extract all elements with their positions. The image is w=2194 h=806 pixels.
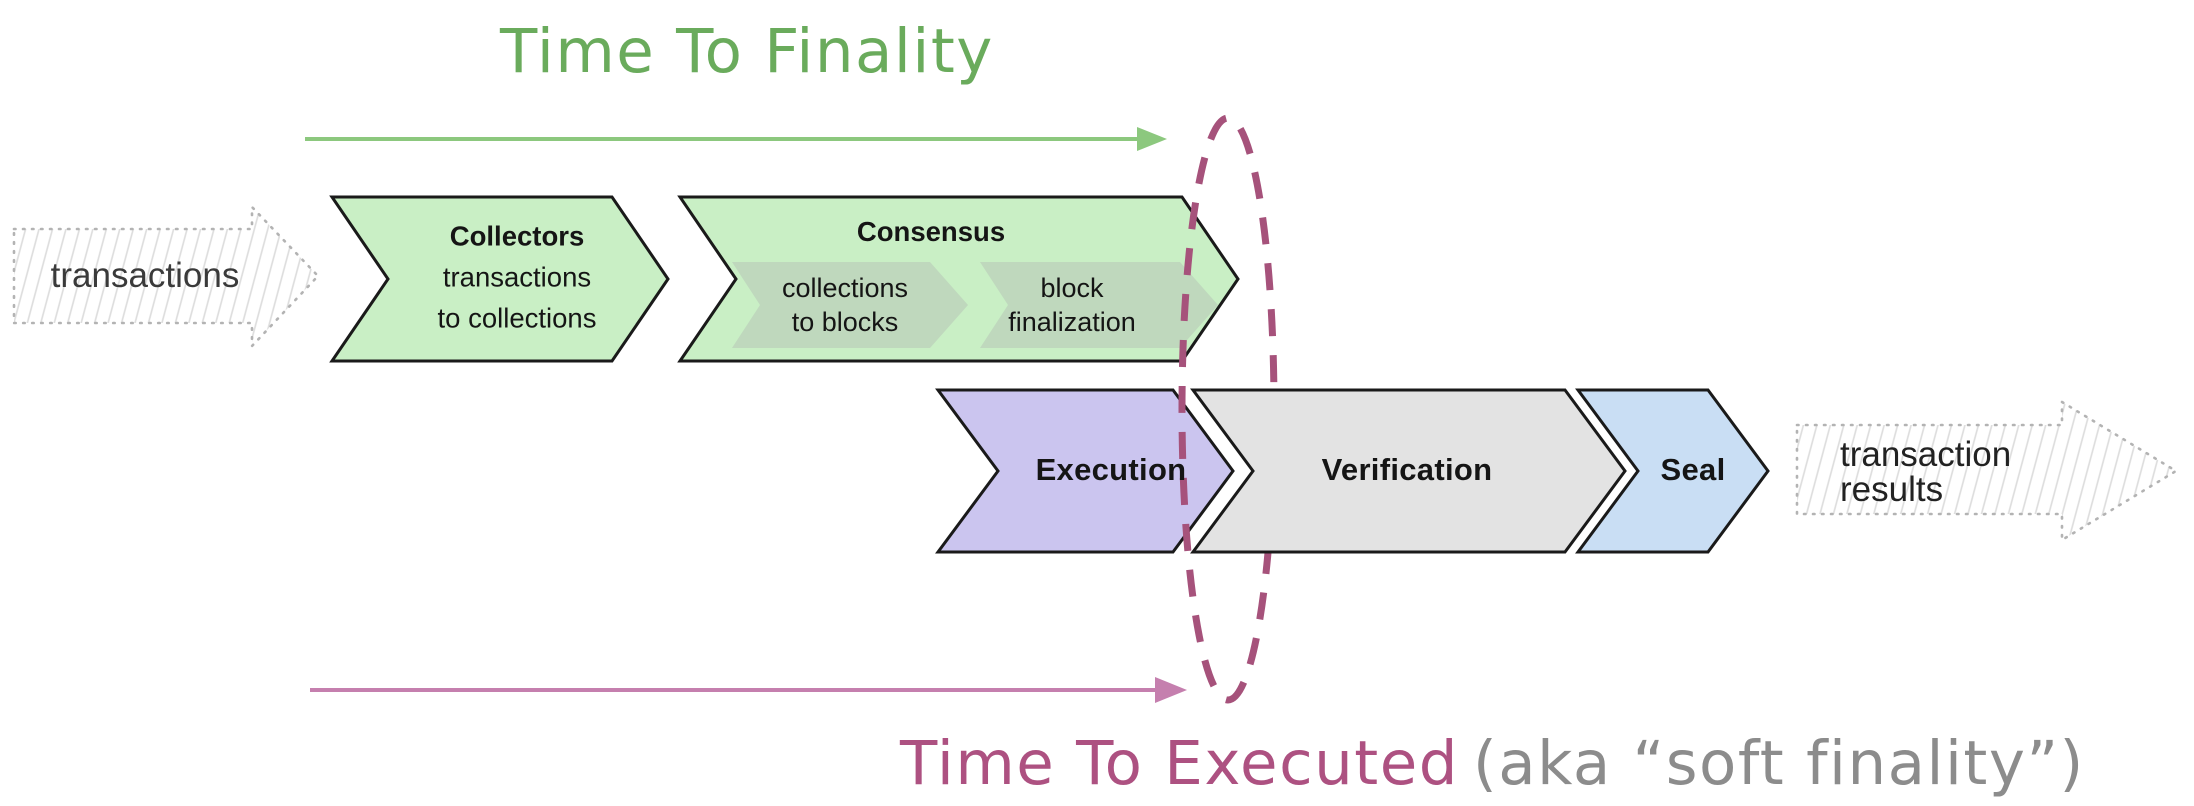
transactions-input-arrow	[12, 203, 320, 350]
transaction-results-label: transaction results	[1840, 437, 2011, 507]
collections-to-blocks-line2: to blocks	[791, 307, 899, 337]
collectors-line1: transactions	[442, 261, 592, 293]
block-finalization-subchevron	[980, 262, 1218, 348]
collectors-line2: to collections	[437, 302, 597, 334]
time-to-executed-text: Time To Executed	[900, 728, 1459, 799]
consensus-title: Consensus	[856, 216, 1006, 247]
collectors-label: Collectors transactions to collections	[438, 216, 597, 339]
soft-finality-alias-text: (aka “soft finality”)	[1472, 728, 2085, 799]
collectors-chevron	[329, 195, 670, 363]
block-finalization-line2: finalization	[1008, 307, 1136, 337]
block-finalization-label: block finalization	[1008, 271, 1136, 339]
time-to-finality-title: Time To Finality	[500, 16, 994, 87]
verification-chevron	[1190, 388, 1627, 554]
block-finalization-line1: block	[1040, 273, 1104, 303]
time-to-executed-title: Time To Executed(aka “soft finality”)	[900, 728, 2085, 799]
transaction-results-output-arrow	[1795, 399, 2179, 543]
collections-to-blocks-label: collections to blocks	[782, 271, 908, 339]
collectors-title: Collectors	[449, 220, 585, 252]
collections-to-blocks-subchevron	[732, 262, 968, 348]
collections-to-blocks-line1: collections	[781, 273, 909, 303]
seal-chevron	[1575, 388, 1770, 554]
seal-label: Seal	[1660, 452, 1726, 487]
transaction-results-line2: results	[1840, 470, 1944, 509]
transaction-results-line1: transaction	[1840, 435, 2012, 474]
transactions-input-label: transactions	[50, 256, 240, 295]
execution-label: Execution	[1035, 452, 1187, 487]
verification-label: Verification	[1321, 452, 1493, 487]
execution-chevron	[935, 388, 1235, 554]
